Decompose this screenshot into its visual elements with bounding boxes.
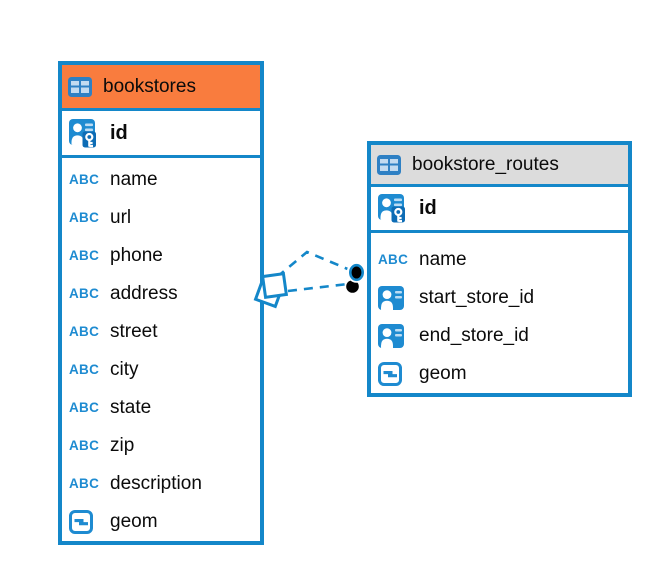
diamond-marker-front <box>260 271 289 300</box>
column-name: description <box>110 473 202 494</box>
column-row-street[interactable]: ABC street <box>62 313 260 351</box>
primary-key-row[interactable]: id <box>62 111 260 158</box>
column-row-address[interactable]: ABC address <box>62 275 260 313</box>
text-type-icon: ABC <box>69 400 100 416</box>
dot-marker-halo <box>346 262 367 283</box>
column-name: end_store_id <box>419 325 529 346</box>
column-list: ABC name start_store_id end_store_id <box>371 233 628 393</box>
text-type-icon: ABC <box>69 362 100 378</box>
column-name: geom <box>110 511 158 532</box>
column-name: zip <box>110 435 135 456</box>
geometry-type-icon <box>378 362 411 386</box>
column-name: city <box>110 359 139 380</box>
table-icon <box>68 76 98 97</box>
geometry-type-icon <box>69 510 102 534</box>
column-row-geom[interactable]: geom <box>371 355 628 393</box>
column-row-phone[interactable]: ABC phone <box>62 237 260 275</box>
entity-table-bookstore-routes[interactable]: bookstore_routes id ABC name <box>367 141 632 397</box>
text-type-icon: ABC <box>69 476 100 492</box>
relationship-dot-markers <box>346 262 367 293</box>
column-row-end_store_id[interactable]: end_store_id <box>371 317 628 355</box>
column-row-name[interactable]: ABC name <box>62 161 260 199</box>
column-name: street <box>110 321 158 342</box>
column-row-name[interactable]: ABC name <box>371 241 628 279</box>
column-row-city[interactable]: ABC city <box>62 351 260 389</box>
text-type-icon: ABC <box>69 248 100 264</box>
primary-key-icon <box>378 194 411 223</box>
text-type-icon: ABC <box>69 210 100 226</box>
foreign-key-icon <box>378 324 411 348</box>
column-name: phone <box>110 245 163 266</box>
column-name: address <box>110 283 178 304</box>
table-header-bookstore-routes[interactable]: bookstore_routes <box>371 145 628 187</box>
column-name: start_store_id <box>419 287 535 308</box>
dot-marker-front <box>348 263 364 282</box>
dot-marker-back <box>346 280 359 293</box>
column-name: url <box>110 207 132 228</box>
foreign-key-icon <box>378 286 411 310</box>
column-name: name <box>110 169 158 190</box>
table-icon <box>377 154 407 175</box>
primary-key-row[interactable]: id <box>371 187 628 233</box>
column-row-geom[interactable]: geom <box>62 503 260 541</box>
relationship-line-start-store[interactable] <box>287 282 349 293</box>
column-row-state[interactable]: ABC state <box>62 389 260 427</box>
column-name: state <box>110 397 152 418</box>
text-type-icon: ABC <box>69 172 100 188</box>
relationship-line-end-store[interactable] <box>276 250 351 278</box>
primary-key-icon <box>69 118 102 148</box>
primary-key-name: id <box>419 197 437 219</box>
column-name: name <box>419 249 467 270</box>
text-type-icon: ABC <box>69 286 100 302</box>
table-header-bookstores[interactable]: bookstores <box>62 65 260 111</box>
fk-relationships[interactable] <box>253 250 367 309</box>
table-name: bookstore_routes <box>412 153 559 175</box>
text-type-icon: ABC <box>69 438 100 454</box>
primary-key-name: id <box>110 121 128 144</box>
text-type-icon: ABC <box>378 252 409 268</box>
column-row-url[interactable]: ABC url <box>62 199 260 237</box>
column-name: geom <box>419 363 467 384</box>
column-row-zip[interactable]: ABC zip <box>62 427 260 465</box>
column-row-description[interactable]: ABC description <box>62 465 260 503</box>
column-row-start_store_id[interactable]: start_store_id <box>371 279 628 317</box>
table-name: bookstores <box>103 75 196 97</box>
text-type-icon: ABC <box>69 324 100 340</box>
